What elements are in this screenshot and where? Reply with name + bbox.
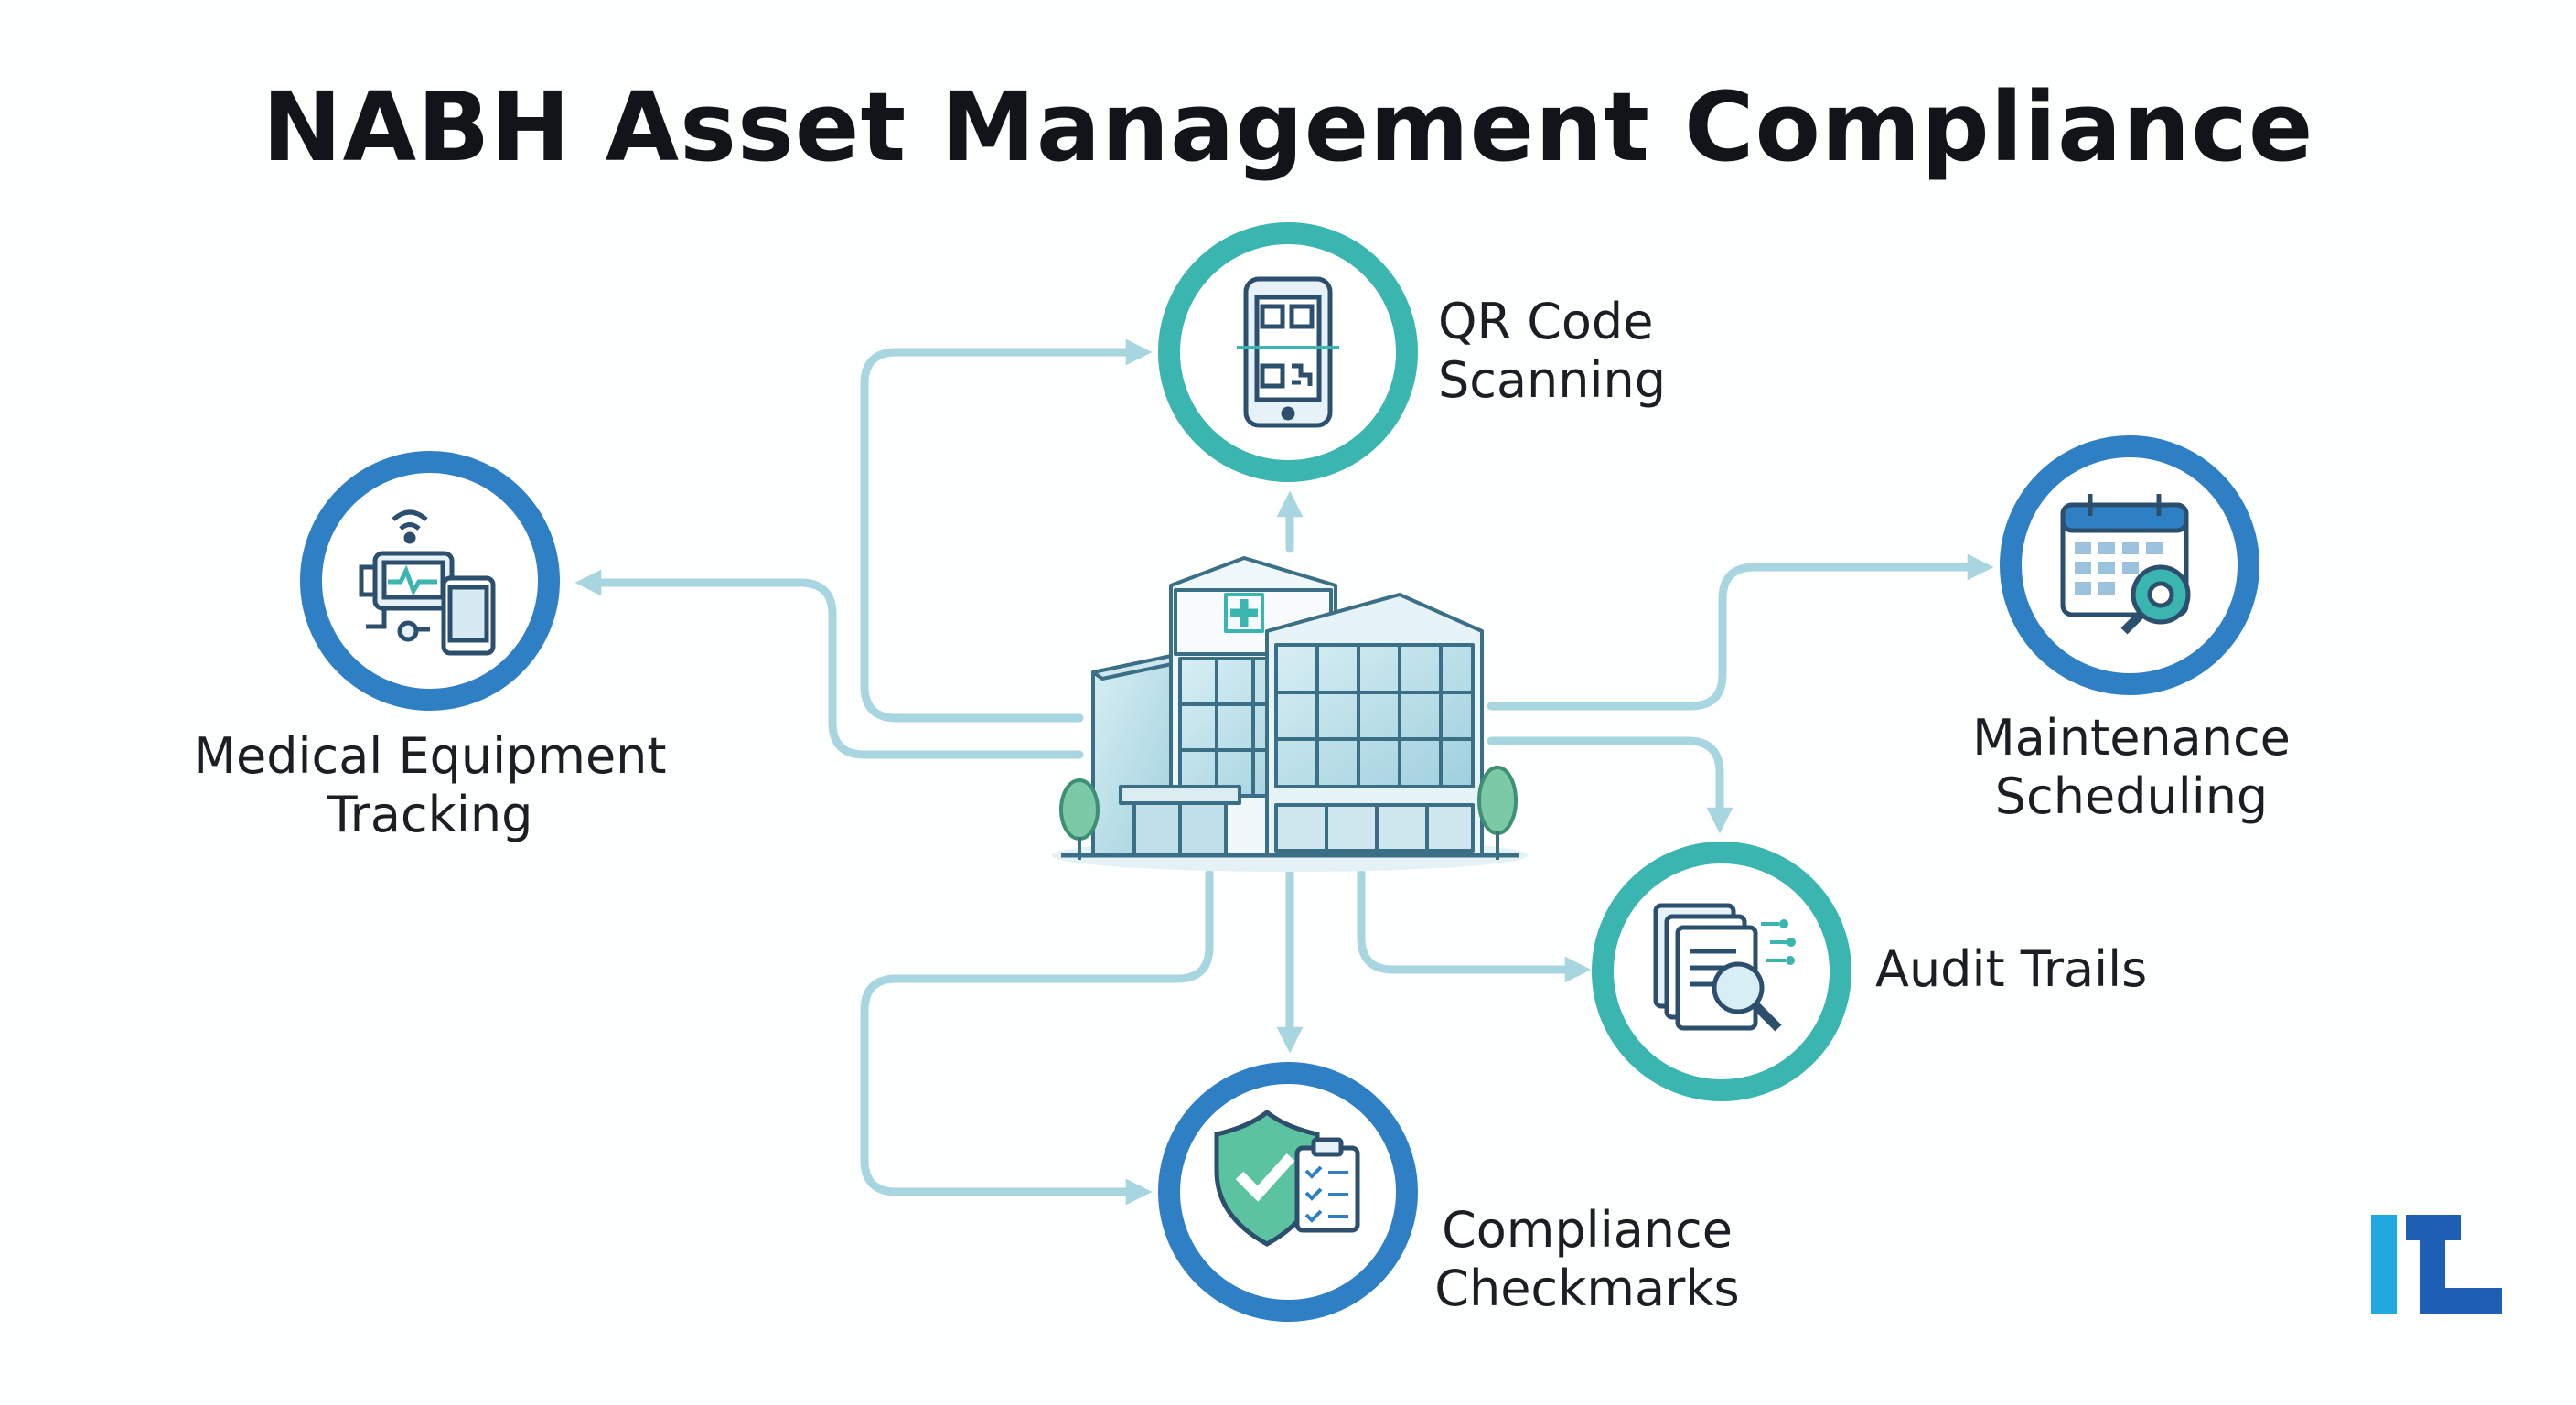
connector-arrows: [574, 338, 1994, 1206]
arrow-to-medical: [574, 569, 1084, 759]
label-qr-code-scanning: QR Code Scanning: [1438, 293, 1666, 410]
itl-logo: [2371, 1215, 2502, 1314]
label-maintenance-line2: Scheduling: [1994, 767, 2269, 825]
shield-check-icon: [1214, 1109, 1360, 1247]
node-audit-trails: [1584, 834, 1859, 1109]
label-medical-equipment-tracking: Medical Equipment Tracking: [156, 727, 704, 844]
page-title: NABH Asset Management Compliance: [262, 71, 2314, 183]
label-medical-line2: Tracking: [327, 786, 533, 843]
document-search-icon: [1653, 903, 1796, 1032]
label-qr-line2: Scanning: [1438, 351, 1667, 409]
node-qr-code-scanning: [1151, 215, 1425, 489]
medical-device-icon: [359, 509, 496, 656]
qr-phone-icon: [1237, 276, 1339, 428]
hospital-building-icon: [1052, 556, 1528, 872]
label-audit-trails: Audit Trails: [1875, 940, 2147, 999]
arrow-to-audit-right: [1357, 869, 1592, 983]
arrow-to-audit: [1487, 736, 1733, 834]
label-medical-line1: Medical Equipment: [193, 727, 667, 785]
node-maintenance-scheduling: [1992, 428, 2267, 702]
label-compliance-checkmarks: Compliance Checkmarks: [1409, 1201, 1766, 1318]
label-audit-line1: Audit Trails: [1875, 940, 2148, 998]
node-compliance-checkmarks: [1151, 1055, 1425, 1329]
arrow-to-maintenance: [1487, 553, 1994, 711]
arrow-to-compliance-left: [860, 869, 1214, 1206]
arrow-to-qr: [860, 338, 1153, 723]
node-medical-equipment-tracking: [293, 444, 567, 718]
label-compliance-line1: Compliance: [1442, 1201, 1733, 1259]
calendar-gear-icon: [2060, 494, 2191, 635]
label-qr-line1: QR Code: [1438, 293, 1654, 350]
label-compliance-line2: Checkmarks: [1434, 1260, 1740, 1317]
label-maintenance-line1: Maintenance: [1972, 709, 2291, 767]
label-maintenance-scheduling: Maintenance Scheduling: [1903, 709, 2360, 826]
